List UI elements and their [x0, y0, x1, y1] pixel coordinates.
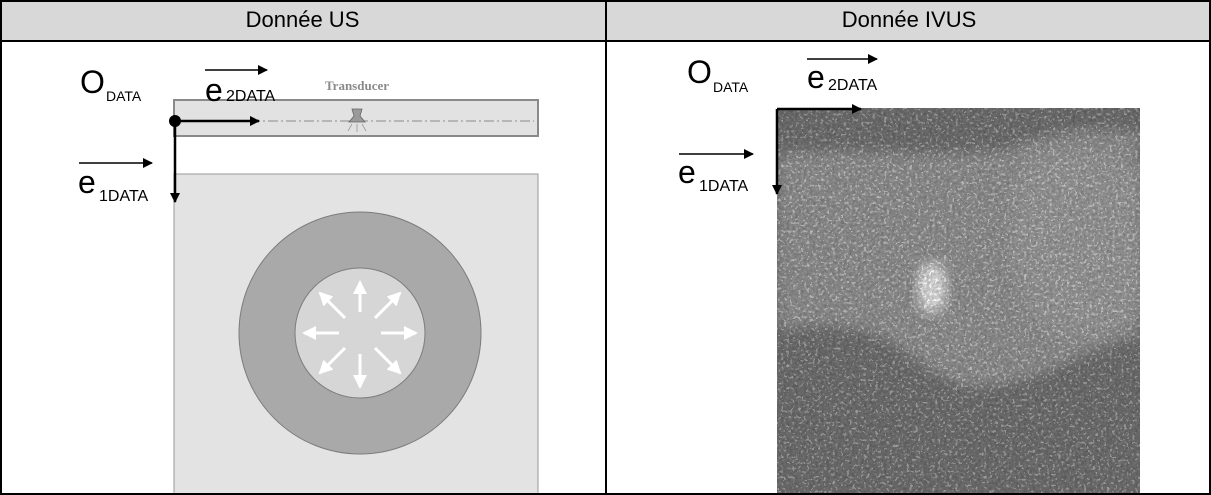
- ivus-cell: O DATA e 2DATA e 1DATA: [607, 42, 1209, 495]
- radial-arrows: [302, 280, 418, 389]
- e1-label: e 1DATA: [678, 149, 754, 195]
- svg-text:DATA: DATA: [713, 79, 749, 95]
- svg-text:e: e: [78, 164, 96, 200]
- header-ivus: Donnée IVUS: [607, 0, 1211, 42]
- svg-text:2DATA: 2DATA: [226, 88, 276, 105]
- svg-text:O: O: [80, 64, 105, 100]
- table-border-middle: [605, 0, 607, 495]
- table-border-top: [0, 0, 1211, 2]
- svg-text:O: O: [687, 54, 712, 90]
- svg-text:1DATA: 1DATA: [99, 188, 149, 205]
- origin-label: O DATA: [687, 54, 749, 95]
- svg-text:e: e: [205, 72, 223, 108]
- e1-label: e 1DATA: [78, 158, 153, 205]
- e2-label: e 2DATA: [807, 54, 878, 95]
- transducer-label: Transducer: [325, 78, 389, 93]
- us-cell: Transducer O DATA e 2DATA: [2, 42, 605, 495]
- svg-text:1DATA: 1DATA: [699, 178, 749, 195]
- table-border-bottom: [0, 493, 1211, 495]
- svg-text:2DATA: 2DATA: [828, 77, 878, 94]
- e2-label: e 2DATA: [205, 65, 276, 108]
- table-border-left: [0, 0, 2, 495]
- origin-label: O DATA: [80, 64, 142, 104]
- ivus-diagram: O DATA e 2DATA e 1DATA: [678, 54, 1140, 495]
- header-us: Donnée US: [0, 0, 605, 42]
- table-border-right: [1209, 0, 1211, 495]
- svg-text:e: e: [678, 154, 696, 190]
- svg-text:DATA: DATA: [106, 88, 142, 104]
- us-diagram: Transducer O DATA e 2DATA: [78, 64, 539, 495]
- svg-text:e: e: [807, 59, 825, 95]
- ivus-image: [777, 108, 1140, 495]
- transducer-icon: [347, 108, 367, 132]
